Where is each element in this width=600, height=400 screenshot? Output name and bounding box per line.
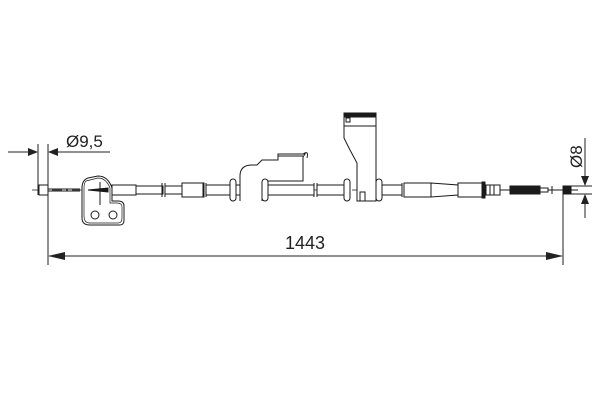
mounting-bracket-left	[81, 175, 125, 226]
left-diameter-dimension	[8, 144, 110, 265]
right-diameter-dimension	[562, 138, 592, 265]
right-end-fitting	[562, 185, 572, 195]
grommet-clip	[229, 178, 237, 202]
adjuster-sleeve	[403, 181, 501, 199]
right-diameter-label: Ø8	[567, 145, 586, 168]
cable-assembly	[32, 112, 578, 226]
tall-bracket	[343, 112, 377, 202]
threaded-end	[500, 185, 563, 195]
left-end-nipple	[38, 184, 49, 196]
left-diameter-label: Ø9,5	[66, 132, 103, 151]
overall-length-label: 1443	[285, 233, 325, 253]
overall-length-dimension	[48, 252, 563, 260]
